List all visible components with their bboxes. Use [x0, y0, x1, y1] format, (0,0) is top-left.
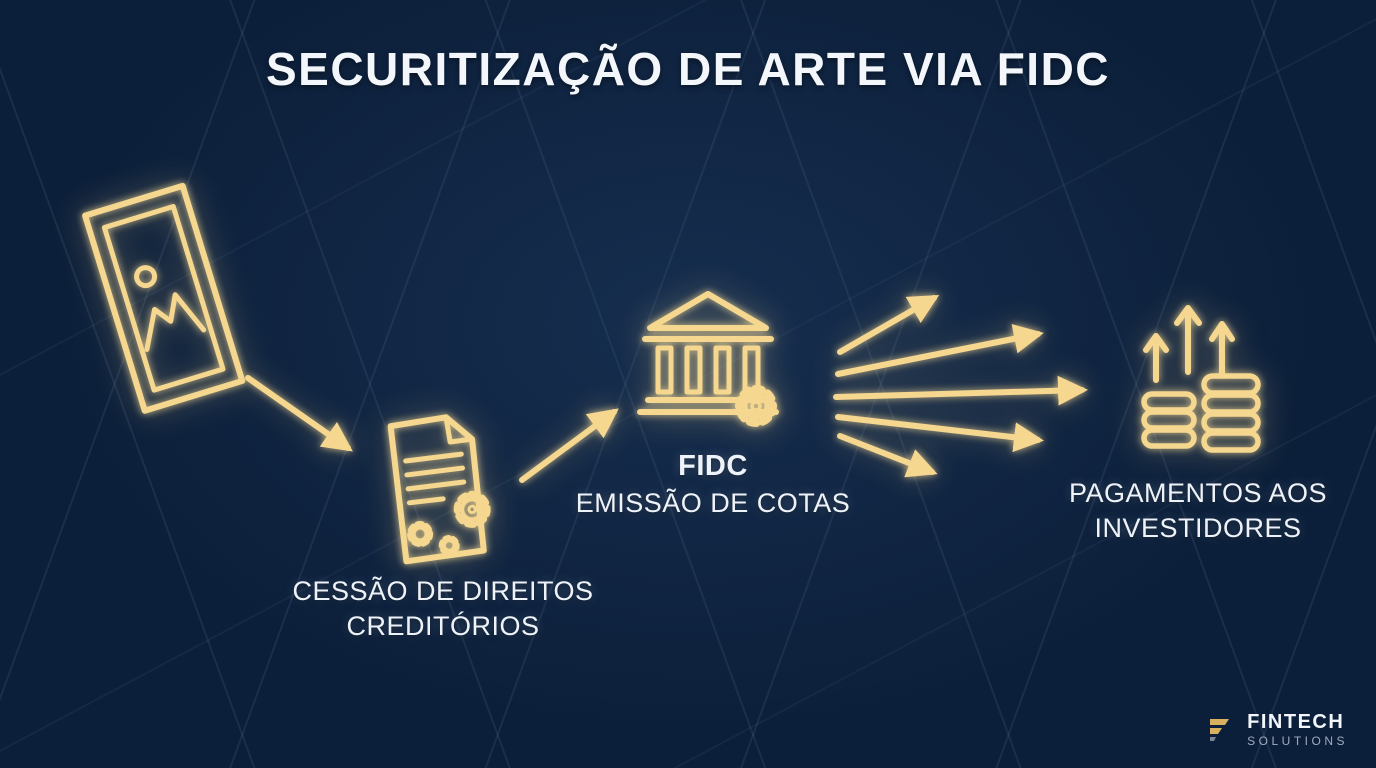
gear-icon: [453, 490, 491, 528]
label-fidc: FIDC EMISSÃO DE COTAS: [538, 448, 888, 521]
arrow-fidc-to-investors-2: [835, 323, 1044, 377]
label-cessao-line2: CREDITÓRIOS: [346, 611, 540, 642]
arrow-fidc-to-investors-4: [835, 414, 1044, 453]
label-fidc-line1: FIDC: [678, 450, 748, 482]
fintech-logo: FINTECH SOLUTIONS: [1205, 711, 1348, 748]
document-gears-icon: [387, 414, 491, 565]
gear-icon: [407, 521, 434, 548]
logo-brand-text: FINTECH: [1247, 710, 1345, 733]
label-cessao: CESSÃO DE DIREITOS CREDITÓRIOS: [240, 574, 646, 644]
page-title: SECURITIZAÇÃO DE ARTE VIA FIDC: [265, 43, 1111, 95]
arrow-fidc-to-investors-1: [837, 295, 940, 355]
bank-building-gear-icon: [637, 291, 779, 427]
picture-frame-icon: [82, 182, 246, 414]
fintech-logo-icon: [1210, 719, 1230, 742]
gear-icon: [438, 535, 460, 557]
gear-icon: [735, 385, 777, 427]
label-pagamentos-line1: PAGAMENTOS AOS: [1068, 478, 1328, 508]
logo-tagline-text: SOLUTIONS: [1247, 733, 1348, 748]
label-cessao-line1: CESSÃO DE DIREITOS: [292, 576, 594, 606]
arrow-artwork-to-document: [245, 375, 353, 452]
label-fidc-line2: EMISSÃO DE COTAS: [575, 487, 851, 518]
coin-stacks-glyph: [1141, 373, 1261, 453]
artwork-image-glyph: [134, 265, 207, 352]
coins-growth-arrows-icon: [1141, 305, 1261, 453]
growth-arrows-glyph: [1143, 305, 1235, 383]
label-pagamentos-line2: INVESTIDORES: [1094, 513, 1302, 544]
label-pagamentos: PAGAMENTOS AOS INVESTIDORES: [1020, 476, 1376, 546]
arrow-fidc-to-investors-3: [833, 375, 1088, 406]
